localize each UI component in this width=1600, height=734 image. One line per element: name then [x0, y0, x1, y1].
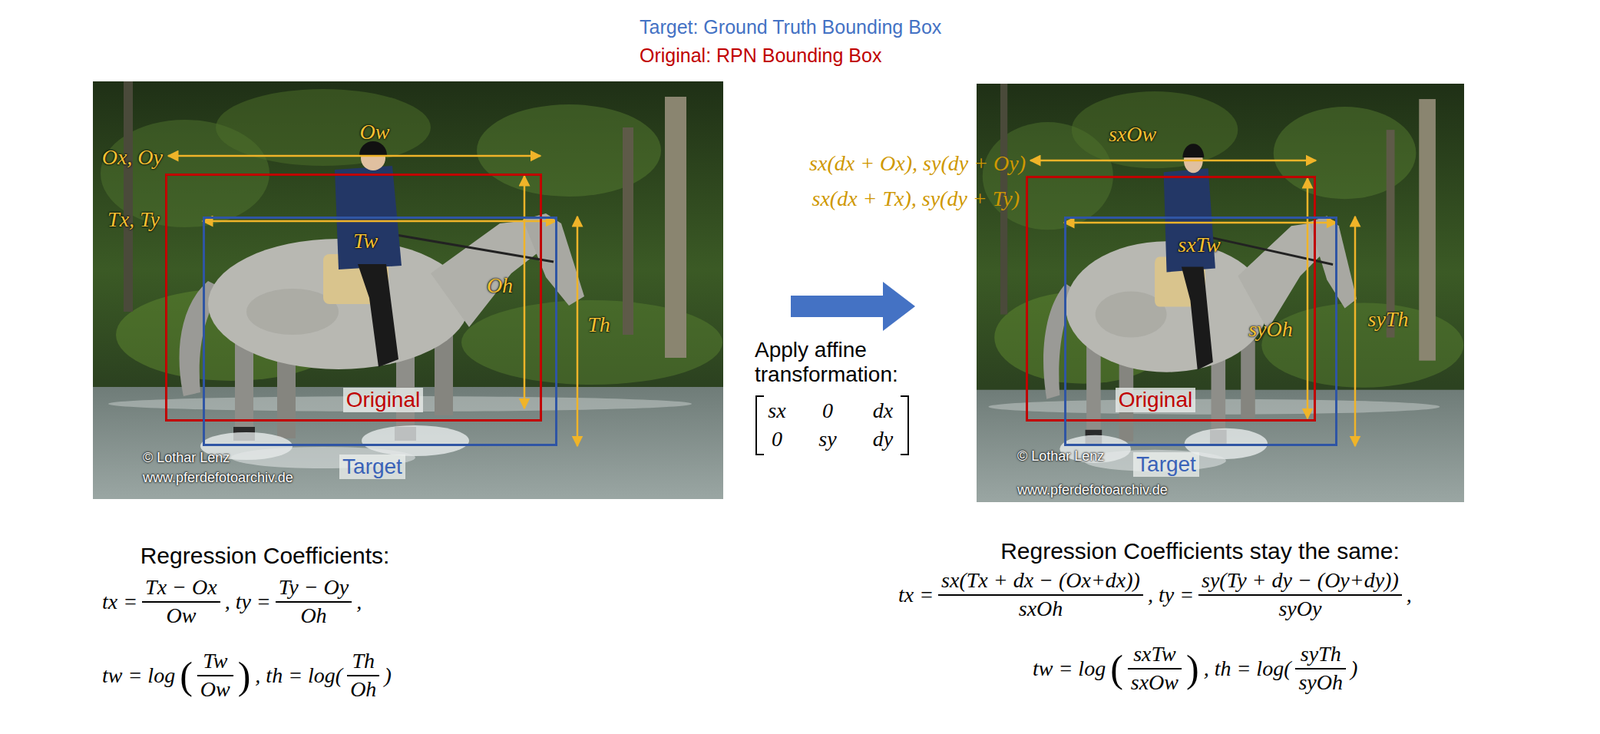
formula-term: syOy [1278, 597, 1322, 622]
box-label: Target [1133, 452, 1200, 477]
formula-term: , th = log( [1203, 657, 1292, 681]
matrix-entry: dx [872, 398, 893, 424]
photo [92, 81, 1465, 503]
formula-term: ( [1110, 649, 1124, 688]
matrix-entry: sx [767, 398, 786, 424]
fraction-bar [142, 601, 221, 603]
matrix-entry: 0 [771, 426, 783, 452]
dimension-label: sxTw [1177, 232, 1221, 258]
dimension-label: sxOw [1108, 122, 1157, 147]
dimension-label: syOh [1248, 317, 1293, 342]
formula-term: sy(Ty + dy − (Oy+dy)) [1201, 568, 1399, 593]
matrix-entry: sy [818, 426, 837, 452]
section-heading: Regression Coefficients: [140, 542, 391, 570]
formula-term: Ty − Oy [278, 575, 349, 600]
formula-term: , ty = [1147, 583, 1194, 608]
coordinate-label: sx(dx + Ox), sy(dy + Oy) [809, 151, 1026, 176]
formula-term: Ow [200, 677, 231, 702]
bounding-box: Original [165, 173, 543, 422]
formula-term: sxOh [1018, 597, 1064, 622]
bounding-box: Target [202, 216, 558, 447]
fraction-bar [197, 674, 234, 677]
fraction-bar [347, 674, 380, 677]
formula-term: tx = [898, 583, 934, 608]
formula-term: tw = log [1032, 657, 1106, 681]
formula-term: ) [1186, 649, 1200, 688]
watermark: © Lothar Lenz [1017, 448, 1105, 465]
dimension-label: Tw [353, 228, 378, 254]
transform-caption: Apply affine transformation: [754, 337, 947, 387]
box-label: Original [343, 387, 424, 413]
dimension-label: Ow [360, 119, 391, 145]
coordinate-label: sx(dx + Tx), sy(dy + Ty) [811, 186, 1020, 212]
section-heading: Regression Coefficients stay the same: [1000, 538, 1400, 566]
formula-term: , [356, 590, 362, 615]
matrix-brackets [756, 396, 909, 455]
formula-term: , th = log( [254, 664, 343, 688]
formula-term: tx = [102, 590, 138, 615]
fraction-bar [938, 594, 1144, 596]
formula-term: syOh [1298, 671, 1343, 695]
coordinate-label: Ox, Oy [102, 145, 163, 170]
formula-term: tw = log [102, 664, 176, 688]
watermark: www.pferdefotoarchiv.de [1017, 482, 1168, 499]
formula-term: , [1406, 583, 1412, 608]
formula-term: sxOw [1130, 671, 1179, 695]
formula-term: Oh [300, 604, 327, 629]
matrix-entry: 0 [822, 398, 834, 424]
formula-term: syTh [1300, 642, 1342, 667]
fraction-bar [1127, 667, 1182, 670]
box-label: Target [339, 454, 406, 480]
formula-term: Th [351, 649, 375, 674]
dimension-arrows [168, 155, 1356, 447]
formula-term: ) [1350, 657, 1358, 681]
transform-arrow [790, 281, 916, 331]
formula-term: Tw [202, 649, 228, 674]
fraction-bar [1295, 667, 1346, 670]
formula-term: sxTw [1133, 642, 1177, 667]
formula-term: ) [383, 664, 391, 688]
formula-term: Ow [165, 604, 196, 629]
formula-term: , ty = [224, 590, 272, 615]
formula-term: Oh [350, 677, 377, 702]
box-label: Original [1115, 387, 1196, 413]
watermark: © Lothar Lenz [142, 449, 230, 467]
matrix-entry: dy [872, 426, 893, 452]
fraction-bar [1198, 594, 1402, 596]
bounding-box: Original [1025, 175, 1316, 422]
formula-term: ) [238, 656, 252, 695]
formula-term: sx(Tx + dx − (Ox+dx)) [941, 568, 1141, 593]
watermark: www.pferdefotoarchiv.de [142, 469, 294, 486]
legend-text: Target: Ground Truth Bounding Box [639, 16, 942, 39]
formula-term: Tx − Ox [145, 575, 218, 600]
coordinate-label: Tx, Ty [107, 207, 160, 232]
fraction-bar [275, 601, 352, 603]
legend-text: Original: RPN Bounding Box [639, 44, 882, 67]
formula-term: ( [179, 656, 193, 695]
dimension-label: Th [587, 312, 611, 338]
dimension-label: Oh [486, 273, 513, 298]
dimension-label: syTh [1368, 307, 1409, 332]
